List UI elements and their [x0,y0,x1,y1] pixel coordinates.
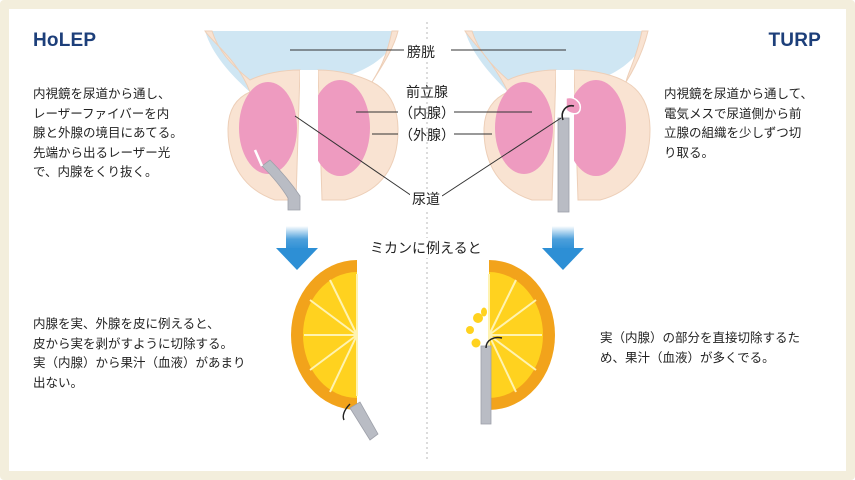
holep-bladder [205,31,398,92]
turp-endoscope [557,117,570,213]
inner-gland-label: （内腺） [399,106,455,122]
turp-title: TURP [768,30,821,51]
turp-analogy-text: 実（内腺）の部分を直接切除するた め、果汁（血液）が多くでる。 [600,330,801,365]
down-arrow-left [276,226,318,270]
holep-urethra [300,70,318,210]
turp-description: 内視鏡を尿道から通して、 電気メスで尿道側から前 立腺の組織を少しずつ切 り取る… [664,86,814,160]
turp-orange [466,260,555,425]
turp-inner-gland-right [566,80,626,176]
turp-inner-gland-left [495,82,553,174]
bladder-label: 膀胱 [405,42,437,62]
holep-inner-gland-left [239,82,297,174]
holep-analogy-text: 内腺を実、外腺を皮に例えると、 皮から実を剥がすように切除する。 実（内腺）から… [33,316,246,390]
prostate-label: 前立腺 [406,85,448,101]
down-arrow-right [542,226,584,270]
holep-orange [291,260,379,441]
holep-anatomy [204,30,399,211]
outer-gland-label: （外腺） [399,128,455,144]
urethra-label: 尿道 [410,189,442,209]
leader-lines [290,49,566,197]
holep-title: HoLEP [33,30,97,51]
turp-electric-loop [561,104,575,121]
turp-anatomy [464,30,651,213]
orange-analogy-heading: ミカンに例えると [368,238,484,258]
holep-description: 内視鏡を尿道から通し、 レーザーファイバーを内 腺と外腺の境目にあてる。 先端か… [33,86,183,179]
holep-inner-gland-right [310,80,370,176]
holep-endoscope [261,159,301,211]
holep-laser-fiber [253,149,264,167]
